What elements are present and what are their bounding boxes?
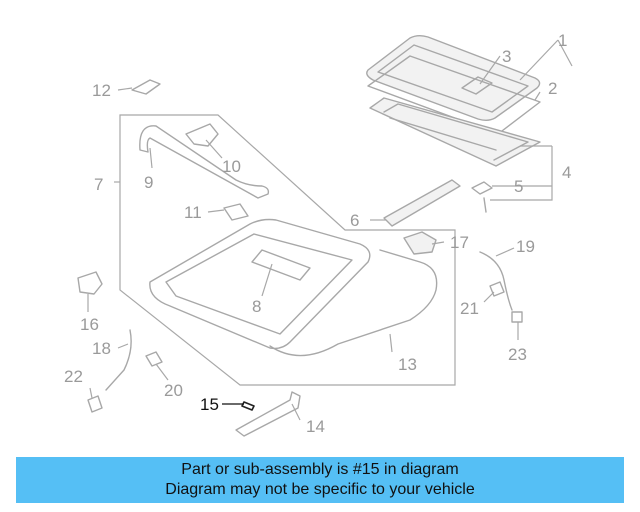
callout-20[interactable]: 20 <box>164 381 183 400</box>
callout-11[interactable]: 11 <box>184 203 202 222</box>
callout-12[interactable]: 12 <box>92 81 111 100</box>
wire-part-19 <box>479 251 513 311</box>
banner-line-1: Part or sub-assembly is #15 in diagram <box>181 461 459 478</box>
motor-part-16 <box>77 271 103 295</box>
connector-part-20 <box>145 351 163 367</box>
info-banner: Part or sub-assembly is #15 in diagram D… <box>16 457 624 503</box>
grommet-part-23 <box>511 311 523 323</box>
callout-15[interactable]: 15 <box>200 395 219 414</box>
bracket-part-10 <box>185 123 219 147</box>
bracket-part-11 <box>223 203 249 221</box>
callout-7[interactable]: 7 <box>94 175 103 194</box>
callout-21[interactable]: 21 <box>460 299 479 318</box>
motor-bracket-part-14 <box>235 391 301 437</box>
switch-part-17 <box>403 231 437 255</box>
callout-9[interactable]: 9 <box>144 173 153 192</box>
callout-13[interactable]: 13 <box>398 355 417 374</box>
rail-part-6 <box>383 179 461 227</box>
callout-22[interactable]: 22 <box>64 367 83 386</box>
connector-part-22 <box>87 395 103 413</box>
callout-labels: 1 2 3 4 5 6 7 8 9 10 11 12 13 14 15 16 1… <box>64 31 571 436</box>
callout-14[interactable]: 14 <box>306 417 325 436</box>
bolt-part-5 <box>483 197 487 213</box>
assembly-7-outline <box>119 114 456 386</box>
callout-5[interactable]: 5 <box>514 177 523 196</box>
banner-line-2: Diagram may not be specific to your vehi… <box>165 481 475 498</box>
callout-6[interactable]: 6 <box>350 211 359 230</box>
drain-hose-part-13 <box>269 249 438 357</box>
sunroof-frame-part <box>149 218 371 350</box>
callout-2[interactable]: 2 <box>548 79 557 98</box>
callout-17[interactable]: 17 <box>450 233 469 252</box>
parts-diagram: 1 2 3 4 5 6 7 8 9 10 11 12 13 14 15 16 1… <box>64 31 573 437</box>
clip-part-5 <box>471 181 493 195</box>
callout-4[interactable]: 4 <box>562 163 571 182</box>
leader-lines <box>87 39 573 421</box>
cable-part-18 <box>105 329 132 391</box>
callout-3[interactable]: 3 <box>502 47 511 66</box>
sunshade-part <box>369 97 541 167</box>
callout-18[interactable]: 18 <box>92 339 111 358</box>
callout-1[interactable]: 1 <box>558 31 567 50</box>
callout-8[interactable]: 8 <box>252 297 261 316</box>
bracket-part-12 <box>131 79 161 95</box>
callout-10[interactable]: 10 <box>222 157 241 176</box>
callout-16[interactable]: 16 <box>80 315 99 334</box>
glass-panel-part <box>366 35 541 121</box>
guide-rail-part-9 <box>139 125 270 199</box>
callout-19[interactable]: 19 <box>516 237 535 256</box>
callout-23[interactable]: 23 <box>508 345 527 364</box>
screw-part-15 <box>241 401 255 411</box>
